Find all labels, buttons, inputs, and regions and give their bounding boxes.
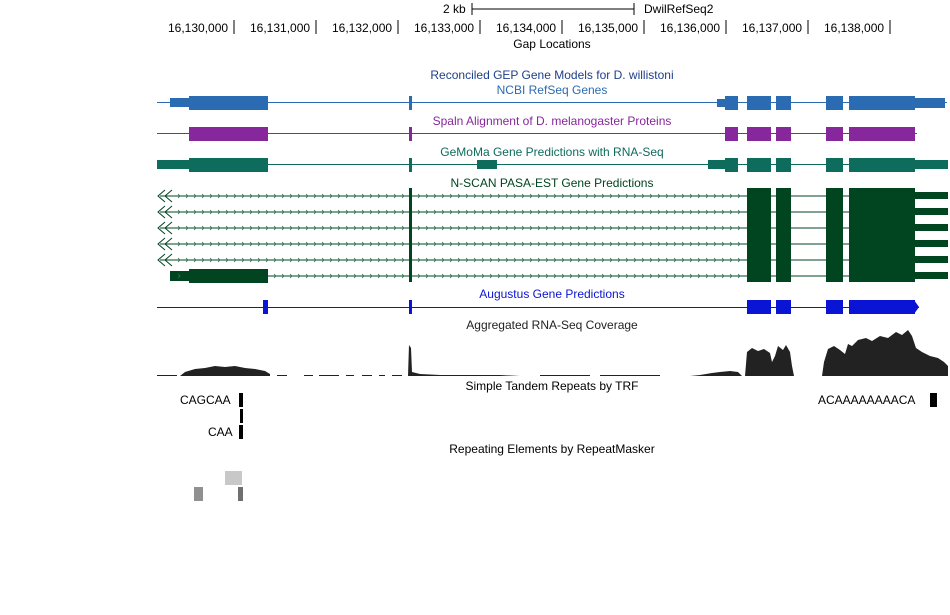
spaln-alignment[interactable] xyxy=(157,127,917,141)
nscan-row[interactable] xyxy=(157,189,948,203)
ruler-position: 16,133,000 xyxy=(414,21,474,35)
track-title-nscan: N-SCAN PASA-EST Gene Predictions xyxy=(451,176,654,190)
ruler-position: 16,132,000 xyxy=(332,21,392,35)
refseq-gene-model[interactable] xyxy=(157,96,947,110)
nscan-row[interactable] xyxy=(157,205,948,219)
assembly-label: DwilRefSeq2 xyxy=(644,2,714,16)
track-title-repeatmasker: Repeating Elements by RepeatMasker xyxy=(449,442,654,456)
scale-bar-label: 2 kb xyxy=(443,2,466,16)
track-title-rna-seq-coverage: Aggregated RNA-Seq Coverage xyxy=(466,318,638,332)
nscan-transcript-rows[interactable] xyxy=(157,189,948,283)
base-position-ruler[interactable]: 2 kb DwilRefSeq2 16,130,000 16,131,000 1… xyxy=(168,2,891,35)
ruler-position: 16,135,000 xyxy=(578,21,638,35)
ruler-position: 16,134,000 xyxy=(496,21,556,35)
track-title-augustus: Augustus Gene Predictions xyxy=(479,287,624,301)
trf-repeat-label: CAGCAA xyxy=(180,393,231,407)
trf-repeat-block[interactable] xyxy=(239,393,243,407)
nscan-row[interactable] xyxy=(157,221,948,235)
trf-repeats[interactable]: CAGCAA CAA ACAAAAAAAACA xyxy=(180,393,937,439)
ruler-position: 16,138,000 xyxy=(824,21,884,35)
trf-repeat-block[interactable] xyxy=(239,425,243,439)
track-title-trf: Simple Tandem Repeats by TRF xyxy=(466,379,639,393)
augustus-prediction[interactable] xyxy=(157,300,919,314)
repeat-element[interactable] xyxy=(238,487,243,501)
ruler-position: 16,137,000 xyxy=(742,21,802,35)
track-title-gemoma: GeMoMa Gene Predictions with RNA-Seq xyxy=(440,145,663,159)
ruler-position: 16,136,000 xyxy=(660,21,720,35)
rna-seq-coverage-graph[interactable] xyxy=(157,330,948,376)
trf-repeat-block[interactable] xyxy=(240,409,243,423)
trf-repeat-label: CAA xyxy=(208,425,233,439)
nscan-row[interactable] xyxy=(157,237,948,251)
track-title-reconciled-gep: Reconciled GEP Gene Models for D. willis… xyxy=(430,68,673,82)
track-title-ncbi-refseq: NCBI RefSeq Genes xyxy=(497,83,608,97)
trf-repeat-block[interactable] xyxy=(930,393,937,407)
nscan-row[interactable] xyxy=(157,253,948,267)
gemoma-prediction[interactable] xyxy=(157,158,948,172)
track-title-spaln: Spaln Alignment of D. melanogaster Prote… xyxy=(433,114,672,128)
ruler-position: 16,131,000 xyxy=(250,21,310,35)
repeatmasker-elements[interactable] xyxy=(194,471,243,501)
nscan-predictions[interactable] xyxy=(409,188,915,282)
ruler-position: 16,130,000 xyxy=(168,21,228,35)
track-title-gap-locations: Gap Locations xyxy=(513,37,590,51)
repeat-element[interactable] xyxy=(225,471,242,485)
repeat-element[interactable] xyxy=(194,487,203,501)
scale-bar xyxy=(471,3,635,15)
ruler-positions: 16,130,000 16,131,000 16,132,000 16,133,… xyxy=(168,20,891,35)
trf-repeat-label: ACAAAAAAAACA xyxy=(818,393,915,407)
